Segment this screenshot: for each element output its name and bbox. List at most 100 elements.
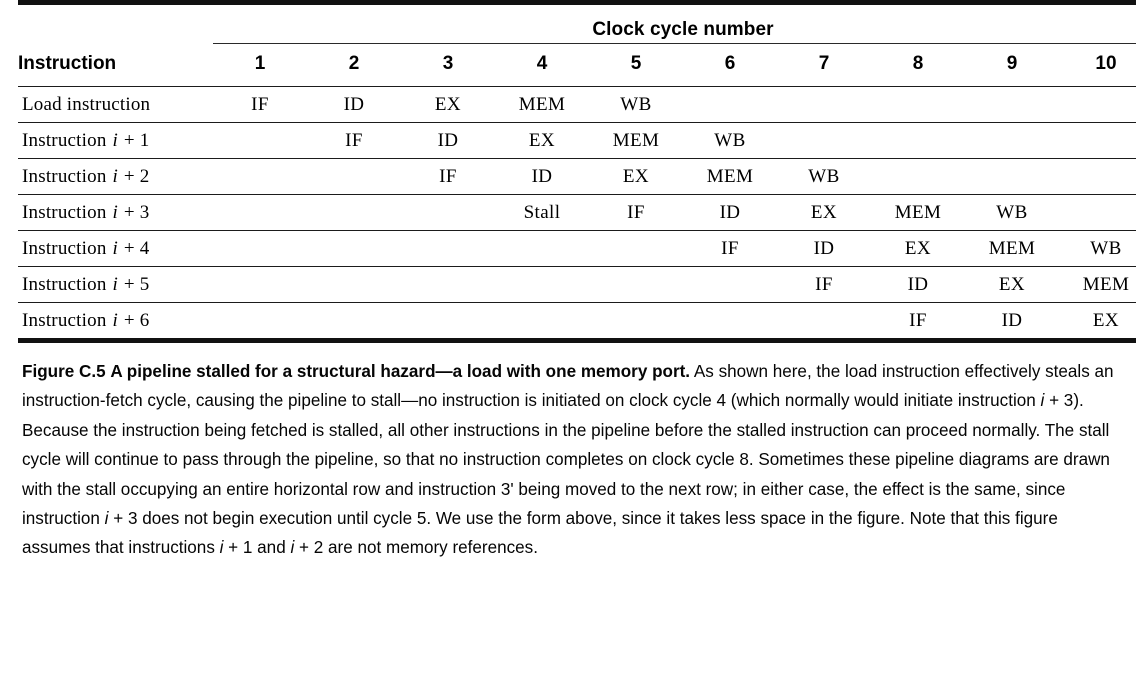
stage-cell: EX bbox=[965, 266, 1059, 303]
row-label-0: Load instruction bbox=[18, 86, 213, 123]
stage-cell: MEM bbox=[1059, 266, 1136, 303]
stage-cell bbox=[307, 266, 401, 303]
row-label-suffix: + 5 bbox=[118, 274, 150, 295]
stage-cell: ID bbox=[495, 158, 589, 195]
stage-cell bbox=[683, 302, 777, 338]
row-label-suffix: + 3 bbox=[118, 202, 150, 223]
stage-cell bbox=[683, 266, 777, 303]
stage-cell: WB bbox=[777, 158, 871, 195]
stage-cell bbox=[213, 266, 307, 303]
stage-cell bbox=[401, 194, 495, 231]
stage-cell: MEM bbox=[965, 230, 1059, 267]
row-label-italic: i bbox=[112, 166, 118, 187]
row-label-prefix: Instruction bbox=[22, 166, 112, 187]
stall-cell: Stall bbox=[495, 194, 589, 231]
figure-caption: Figure C.5 A pipeline stalled for a stru… bbox=[18, 357, 1118, 563]
cycle-header-7: 7 bbox=[818, 53, 830, 74]
row-label-2: Instruction i + 2 bbox=[18, 158, 213, 195]
row-label-italic: i bbox=[112, 202, 118, 223]
stage-cell bbox=[307, 302, 401, 338]
cycle-header-1: 1 bbox=[254, 53, 266, 74]
stage-cell bbox=[495, 302, 589, 338]
stage-cell: WB bbox=[1059, 230, 1136, 267]
stage-cell: ID bbox=[965, 302, 1059, 338]
spanner-underline-row bbox=[18, 43, 1136, 44]
stage-cell bbox=[777, 302, 871, 338]
cycle-header-10: 10 bbox=[1095, 53, 1117, 74]
row-label-prefix: Instruction bbox=[22, 274, 112, 295]
column-header-row: Instruction 1 2 3 4 5 6 7 8 9 10 bbox=[18, 44, 1136, 87]
pipeline-stall-table: Clock cycle number Instruction 1 2 3 4 5… bbox=[18, 0, 1136, 343]
row-label-suffix: + 6 bbox=[118, 310, 150, 331]
cycle-header-5: 5 bbox=[630, 53, 642, 74]
caption-body-5: + 2 are not memory references. bbox=[294, 538, 538, 558]
spanner-empty-cell bbox=[18, 5, 213, 43]
caption-italic-4: i bbox=[290, 538, 295, 558]
stage-cell: ID bbox=[683, 194, 777, 231]
stage-cell: IF bbox=[213, 86, 307, 123]
top-rule-line bbox=[18, 0, 1136, 5]
stage-cell bbox=[683, 86, 777, 123]
stage-cell: WB bbox=[683, 122, 777, 159]
stage-cell bbox=[401, 230, 495, 267]
table-top-rule bbox=[18, 0, 1136, 5]
stage-cell bbox=[495, 266, 589, 303]
table-row: Load instruction IF ID EX MEM WB bbox=[18, 86, 1136, 123]
row-label-prefix: Instruction bbox=[22, 238, 112, 259]
stage-cell bbox=[307, 230, 401, 267]
cycle-header-9: 9 bbox=[1006, 53, 1018, 74]
stage-cell: IF bbox=[871, 302, 965, 338]
stage-cell: MEM bbox=[589, 122, 683, 159]
stage-cell: ID bbox=[401, 122, 495, 159]
stage-cell bbox=[871, 158, 965, 195]
row-label-suffix: + 2 bbox=[118, 166, 150, 187]
stage-cell bbox=[871, 122, 965, 159]
stage-cell: MEM bbox=[871, 194, 965, 231]
table-row: Instruction i + 2 IF ID EX MEM WB bbox=[18, 158, 1136, 195]
stage-cell bbox=[213, 194, 307, 231]
stage-cell bbox=[965, 158, 1059, 195]
caption-italic-3: i bbox=[219, 538, 224, 558]
caption-italic-2: i bbox=[104, 508, 109, 528]
row-label-italic: i bbox=[112, 274, 118, 295]
stage-cell: IF bbox=[589, 194, 683, 231]
caption-figure-number: Figure C.5 bbox=[22, 362, 106, 381]
stage-cell bbox=[1059, 194, 1136, 231]
cycle-header-2: 2 bbox=[348, 53, 360, 74]
stage-cell: ID bbox=[307, 86, 401, 123]
caption-body-1: As shown here, the load instruction effe… bbox=[22, 362, 1114, 411]
table-row: Instruction i + 5 IF ID EX MEM bbox=[18, 266, 1136, 303]
stage-cell: EX bbox=[589, 158, 683, 195]
stage-cell: IF bbox=[401, 158, 495, 195]
caption-body-3: + 3 does not begin execution until cycle… bbox=[22, 508, 1058, 558]
stage-cell bbox=[589, 230, 683, 267]
cycle-header-8: 8 bbox=[912, 53, 924, 74]
stage-cell bbox=[589, 266, 683, 303]
caption-bold-title: A pipeline stalled for a structural haza… bbox=[110, 362, 691, 381]
caption-body-2: + 3). Because the instruction being fetc… bbox=[22, 391, 1110, 528]
stage-cell bbox=[965, 122, 1059, 159]
stage-cell bbox=[965, 86, 1059, 123]
cycle-header-3: 3 bbox=[442, 53, 454, 74]
table-row: Instruction i + 3 Stall IF ID EX MEM WB bbox=[18, 194, 1136, 231]
stage-cell: IF bbox=[777, 266, 871, 303]
stage-cell: EX bbox=[871, 230, 965, 267]
stage-cell: MEM bbox=[683, 158, 777, 195]
stage-cell bbox=[213, 302, 307, 338]
stage-cell: IF bbox=[683, 230, 777, 267]
stage-cell bbox=[213, 122, 307, 159]
stage-cell: ID bbox=[777, 230, 871, 267]
stage-cell: WB bbox=[589, 86, 683, 123]
row-label-1: Instruction i + 1 bbox=[18, 122, 213, 159]
table-row: Instruction i + 6 IF ID EX bbox=[18, 302, 1136, 338]
row-label-suffix: + 1 bbox=[118, 130, 150, 151]
table-row: Instruction i + 1 IF ID EX MEM WB bbox=[18, 122, 1136, 159]
caption-italic-1: i bbox=[1040, 391, 1045, 411]
stage-cell bbox=[307, 194, 401, 231]
stage-cell bbox=[213, 230, 307, 267]
stage-cell bbox=[495, 230, 589, 267]
row-label-prefix: Instruction bbox=[22, 310, 112, 331]
cycle-header-4: 4 bbox=[536, 53, 548, 74]
stage-cell: EX bbox=[401, 86, 495, 123]
clock-cycle-number-header: Clock cycle number bbox=[592, 19, 774, 40]
